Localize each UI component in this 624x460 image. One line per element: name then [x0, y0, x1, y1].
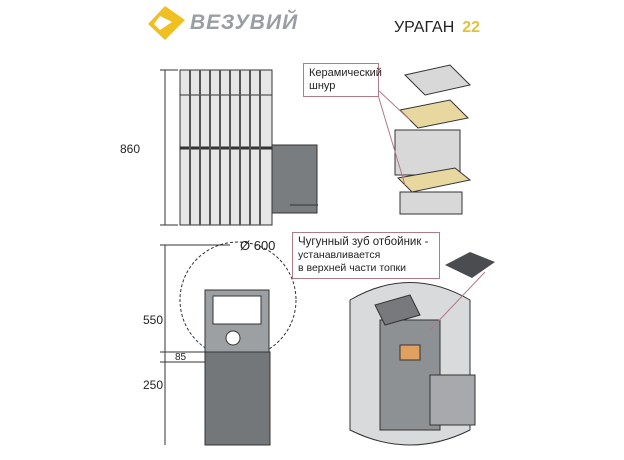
cord-line2: шнур	[309, 80, 336, 92]
cord-callout: Керамический шнур	[303, 63, 382, 97]
front-view-drawing	[160, 69, 318, 226]
exploded-view-drawing	[377, 64, 472, 215]
dim-550: 550	[143, 313, 164, 327]
tooth-line3: в верхней части топки	[298, 262, 407, 274]
logo-brand: ВЕЗУВИЙ	[190, 11, 299, 34]
height-dim: 860	[120, 142, 141, 156]
model-number: 22	[462, 19, 481, 36]
cord-line1: Керамический	[309, 67, 382, 79]
top-view-drawing	[160, 241, 297, 446]
dim-85: 85	[175, 352, 187, 363]
dim-250: 250	[143, 378, 164, 392]
model-title: УРАГАН 22	[394, 19, 480, 37]
tooth-line1: Чугунный зуб отбойник -	[298, 236, 429, 248]
tooth-line2: устанавливается	[298, 249, 381, 261]
logo-icon	[148, 6, 185, 40]
cast-iron-tooth-icon	[445, 252, 495, 278]
model-name: УРАГАН	[394, 19, 455, 36]
tooth-callout: Чугунный зуб отбойник - устанавливается …	[292, 232, 440, 279]
diameter-dim: Ø 600	[240, 238, 276, 253]
cutaway-3d-drawing	[349, 271, 486, 446]
